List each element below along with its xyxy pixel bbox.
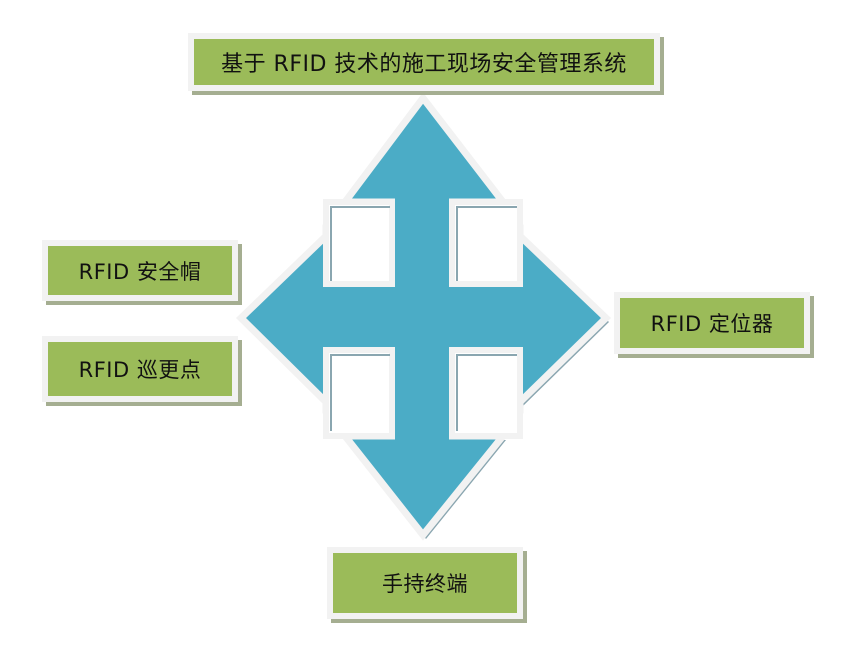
node-rfid-helmet-label: RFID 安全帽 [78,259,202,284]
horizontal-shaft [300,287,540,347]
node-system-title: 基于 RFID 技术的施工现场安全管理系统 [188,33,660,91]
node-rfid-locator: RFID 定位器 [614,292,810,354]
node-rfid-patrol-point-label: RFID 巡更点 [78,358,202,382]
node-system-title-label: 基于 RFID 技术的施工现场安全管理系统 [221,52,627,77]
node-rfid-helmet: RFID 安全帽 [42,240,238,301]
node-rfid-patrol-point: RFID 巡更点 [42,336,238,402]
notch-shadows [330,206,517,431]
node-handheld-terminal: 手持终端 [327,547,523,619]
node-rfid-locator-label: RFID 定位器 [650,312,774,336]
node-handheld-terminal-label: 手持终端 [382,572,468,596]
arrow-notches [323,199,523,439]
